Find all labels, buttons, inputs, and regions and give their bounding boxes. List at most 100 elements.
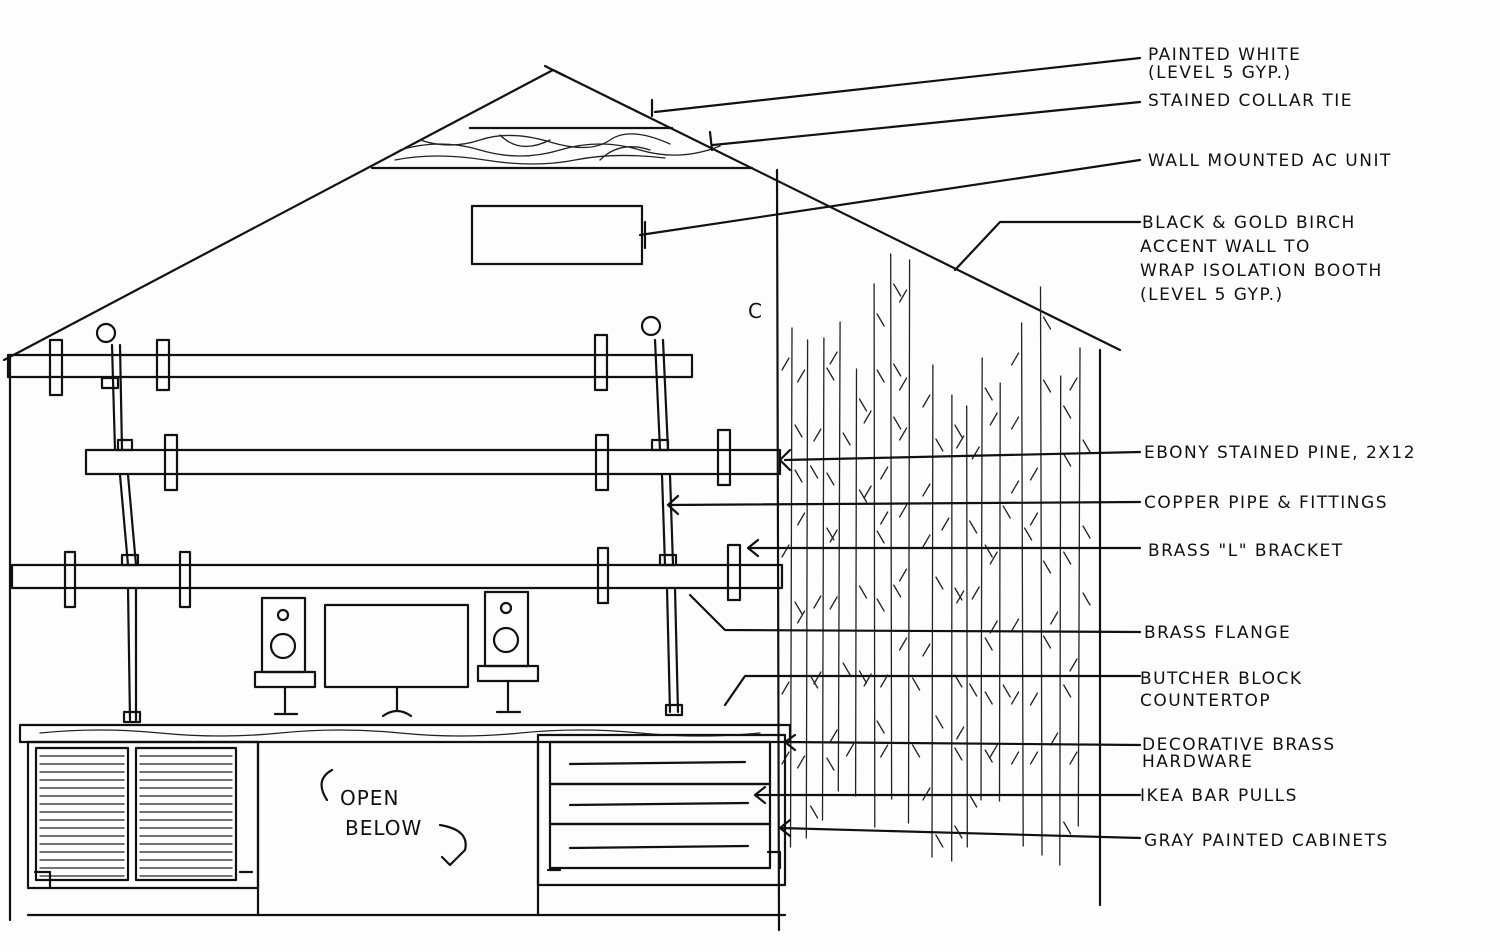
birch-mark bbox=[1010, 416, 1020, 430]
svg-text:(LEVEL 5 GYP.): (LEVEL 5 GYP.) bbox=[1140, 285, 1284, 305]
birch-mark bbox=[922, 643, 931, 657]
birch-mark bbox=[989, 551, 998, 565]
birch-mark bbox=[1042, 379, 1052, 393]
birch-trunk bbox=[873, 283, 876, 828]
callout-shelves: EBONY STAINED PINE, 2X12 bbox=[1144, 443, 1416, 463]
birch-trunk bbox=[854, 368, 858, 797]
open-below-arrows bbox=[320, 768, 467, 867]
birch-mark bbox=[941, 517, 950, 531]
birch-mark bbox=[1042, 316, 1052, 330]
birch-mark bbox=[1082, 592, 1091, 606]
birch-mark bbox=[813, 595, 822, 609]
svg-text:BUTCHER BLOCK: BUTCHER BLOCK bbox=[1140, 669, 1303, 689]
birch-mark bbox=[954, 424, 963, 438]
birch-mark bbox=[1010, 618, 1020, 632]
birch-mark bbox=[826, 757, 835, 771]
copper-pipes bbox=[95, 315, 684, 724]
birch-mark bbox=[842, 662, 851, 676]
birch-mark bbox=[898, 289, 908, 303]
birch-mark bbox=[809, 675, 819, 689]
birch-mark bbox=[829, 529, 838, 543]
birch-mark bbox=[935, 715, 944, 729]
walls bbox=[8, 168, 1102, 932]
birch-mark bbox=[922, 394, 931, 408]
birch-mark bbox=[898, 568, 908, 582]
birch-mark bbox=[794, 469, 803, 483]
birch-mark bbox=[898, 504, 908, 518]
ac-unit bbox=[470, 204, 644, 266]
birch-mark bbox=[781, 681, 790, 695]
birch-mark bbox=[1063, 821, 1072, 835]
birch-mark bbox=[969, 683, 978, 697]
birch-mark bbox=[954, 747, 963, 761]
birch-mark bbox=[1042, 635, 1052, 649]
birch-trunk bbox=[1039, 286, 1043, 856]
birch-trunk bbox=[1059, 375, 1062, 866]
birch-mark bbox=[1029, 692, 1039, 706]
cabinets bbox=[26, 733, 787, 917]
birch-mark bbox=[781, 357, 790, 371]
birch-trunk bbox=[837, 321, 841, 792]
desk-equipment bbox=[253, 590, 540, 718]
birch-mark bbox=[984, 749, 993, 763]
callout-countertop: BUTCHER BLOCK COUNTERTOP bbox=[1140, 669, 1303, 711]
svg-text:WRAP ISOLATION BOOTH: WRAP ISOLATION BOOTH bbox=[1140, 261, 1383, 281]
svg-text:COUNTERTOP: COUNTERTOP bbox=[1140, 691, 1271, 711]
birch-mark bbox=[813, 428, 822, 442]
open-below-note: OPEN bbox=[340, 786, 399, 810]
birch-mark bbox=[845, 743, 855, 757]
birch-mark bbox=[794, 424, 803, 438]
birch-mark bbox=[989, 744, 998, 758]
birch-mark bbox=[1010, 691, 1020, 705]
birch-mark bbox=[1042, 560, 1052, 574]
birch-mark bbox=[898, 427, 908, 441]
birch-mark bbox=[969, 520, 978, 534]
birch-mark bbox=[1069, 751, 1078, 765]
callout-pipe: COPPER PIPE & FITTINGS bbox=[1144, 493, 1388, 513]
birch-mark bbox=[898, 377, 908, 391]
birch-mark bbox=[893, 584, 902, 598]
birch-mark bbox=[1010, 352, 1020, 366]
birch-mark bbox=[984, 637, 993, 651]
birch-mark bbox=[876, 720, 885, 734]
birch-mark bbox=[876, 313, 885, 327]
birch-mark bbox=[796, 610, 806, 624]
svg-text:HARDWARE: HARDWARE bbox=[1142, 752, 1253, 772]
birch-mark bbox=[935, 576, 944, 590]
birch-mark bbox=[1029, 512, 1039, 526]
birch-accent-wall bbox=[781, 253, 1091, 866]
birch-mark bbox=[989, 412, 998, 426]
birch-trunk bbox=[1020, 322, 1024, 847]
birch-mark bbox=[842, 432, 851, 446]
callout-ac-unit: WALL MOUNTED AC UNIT bbox=[1148, 151, 1392, 171]
collar-tie bbox=[370, 126, 754, 170]
birch-mark bbox=[971, 586, 980, 600]
callout-flange: BRASS FLANGE bbox=[1144, 623, 1291, 643]
birch-mark bbox=[1082, 439, 1091, 453]
open-below-note-2: BELOW bbox=[345, 816, 422, 840]
birch-mark bbox=[911, 744, 921, 758]
birch-mark bbox=[796, 512, 806, 526]
birch-mark bbox=[1002, 684, 1011, 698]
birch-mark bbox=[1063, 684, 1072, 698]
birch-mark bbox=[1063, 551, 1072, 565]
birch-mark bbox=[1063, 453, 1072, 467]
birch-trunk bbox=[1077, 347, 1081, 827]
callout-painted-white: PAINTED WHITE (LEVEL 5 GYP.) bbox=[1148, 45, 1300, 83]
birch-mark bbox=[893, 283, 902, 297]
birch-mark bbox=[794, 601, 803, 615]
birch-mark bbox=[880, 466, 889, 480]
callout-hardware: DECORATIVE BRASS HARDWARE bbox=[1142, 735, 1334, 772]
birch-mark bbox=[984, 544, 993, 558]
birch-mark bbox=[1082, 525, 1091, 539]
birch-trunk bbox=[998, 382, 1001, 802]
birch-trunk bbox=[805, 339, 809, 839]
birch-mark bbox=[809, 805, 819, 819]
birch-mark bbox=[956, 590, 965, 604]
svg-text:(LEVEL 5 GYP.): (LEVEL 5 GYP.) bbox=[1148, 63, 1292, 83]
birch-mark bbox=[1010, 480, 1020, 494]
birch-mark bbox=[922, 534, 931, 548]
birch-mark bbox=[984, 387, 993, 401]
callout-pulls: IKEA BAR PULLS bbox=[1140, 786, 1298, 806]
